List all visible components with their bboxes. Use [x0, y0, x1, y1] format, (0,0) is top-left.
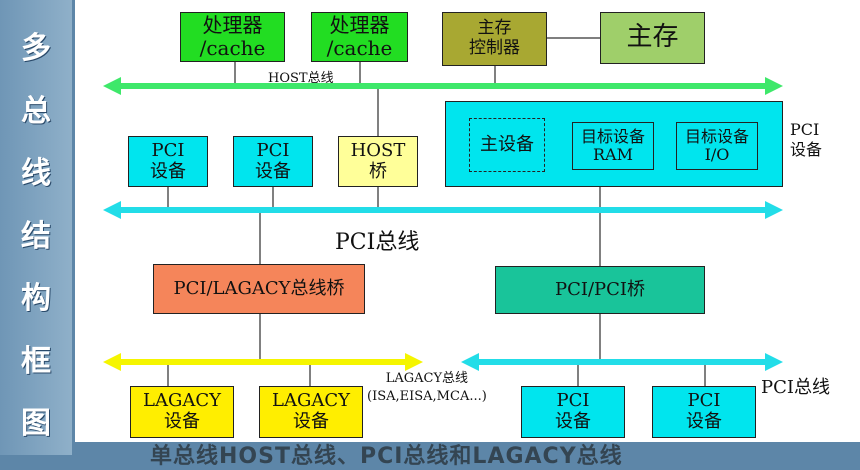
pci-bus-secondary	[461, 353, 783, 371]
title-char: 框	[21, 343, 51, 379]
box-line: 处理器	[329, 13, 390, 37]
pci-pci-bridge-box: PCI/PCI桥	[495, 266, 705, 314]
pci-bus	[103, 201, 783, 219]
box-line: 设备	[164, 411, 200, 432]
target-ram-box: 目标设备 RAM	[572, 122, 654, 170]
box-line: 控制器	[469, 38, 520, 58]
bus-lines	[103, 37, 783, 386]
master-device-box: 主设备	[469, 118, 545, 172]
box-line: PCI	[151, 139, 185, 161]
pci-device-box-4: PCI 设备	[652, 386, 756, 438]
label-line: 设备	[790, 140, 823, 159]
box-line: 桥	[369, 160, 387, 182]
bottom-caption: 单总线HOST总线、PCI总线和LAGACY总线	[150, 444, 623, 469]
box-line: LAGACY	[143, 390, 221, 412]
box-line: 设备	[255, 160, 291, 182]
box-line: 主存	[626, 22, 679, 53]
pci-device-box-1: PCI 设备	[128, 136, 208, 187]
pci-device-group-label: PCI 设备	[790, 120, 822, 160]
pci-lagacy-bridge-box: PCI/LAGACY总线桥	[153, 264, 365, 314]
box-line: /cache	[326, 36, 393, 60]
host-bus-label: HOST总线	[268, 71, 334, 86]
box-line: PCI/LAGACY总线桥	[173, 277, 345, 299]
vertical-title: 多 总 线 结 构 框 图	[14, 18, 58, 456]
pci-device-box-3: PCI 设备	[521, 386, 625, 438]
box-line: LAGACY	[272, 390, 350, 412]
box-line: 设备	[150, 160, 186, 182]
box-line: 主设备	[480, 133, 534, 155]
target-io-box: 目标设备 I/O	[676, 122, 758, 170]
box-line: 目标设备	[684, 126, 749, 146]
left-sidebar	[0, 0, 72, 455]
memory-controller-box: 主存 控制器	[442, 12, 547, 66]
pci-bus-label: PCI总线	[335, 230, 420, 255]
processor-cache-box-1: 处理器 /cache	[180, 12, 285, 62]
pci-device-box-2: PCI 设备	[233, 136, 313, 187]
box-line: /cache	[199, 36, 266, 60]
processor-cache-box-2: 处理器 /cache	[311, 12, 408, 62]
title-char: 结	[21, 218, 51, 254]
box-line: 主存	[477, 18, 512, 39]
box-line: PCI	[687, 390, 721, 412]
box-line: PCI	[256, 139, 290, 161]
box-line: 目标设备	[580, 126, 645, 146]
lagacy-device-box-2: LAGACY 设备	[259, 386, 363, 438]
pci-device-group	[445, 101, 783, 187]
title-char: 多	[21, 31, 51, 66]
box-line: PCI	[556, 390, 590, 412]
box-line: 设备	[293, 411, 329, 432]
label-line: (ISA,EISA,MCA...)	[367, 388, 487, 404]
box-line: 处理器	[202, 13, 263, 37]
label-line: PCI	[790, 120, 820, 139]
title-char: 线	[21, 156, 51, 191]
box-line: HOST	[350, 139, 406, 161]
title-char: 构	[21, 281, 51, 316]
diagram-canvas: 处理器 /cache 处理器 /cache 主存 控制器 主存 HOST总线 P…	[75, 0, 860, 442]
host-bridge-box: HOST 桥	[338, 136, 418, 187]
lagacy-bus	[103, 353, 423, 371]
box-line: 设备	[555, 411, 591, 432]
box-line: 设备	[686, 411, 722, 432]
lagacy-device-box-1: LAGACY 设备	[130, 386, 234, 438]
label-line: LAGACY总线	[385, 371, 469, 386]
box-line: I/O	[704, 145, 730, 164]
title-char: 图	[21, 406, 51, 441]
host-bus	[103, 77, 783, 95]
box-line: PCI/PCI桥	[554, 278, 646, 300]
box-line: RAM	[593, 145, 633, 164]
pci-bus-secondary-label: PCI总线	[761, 377, 830, 398]
title-char: 总	[21, 93, 51, 129]
main-memory-box: 主存	[600, 12, 705, 64]
lagacy-bus-label: LAGACY总线 (ISA,EISA,MCA...)	[367, 370, 487, 405]
